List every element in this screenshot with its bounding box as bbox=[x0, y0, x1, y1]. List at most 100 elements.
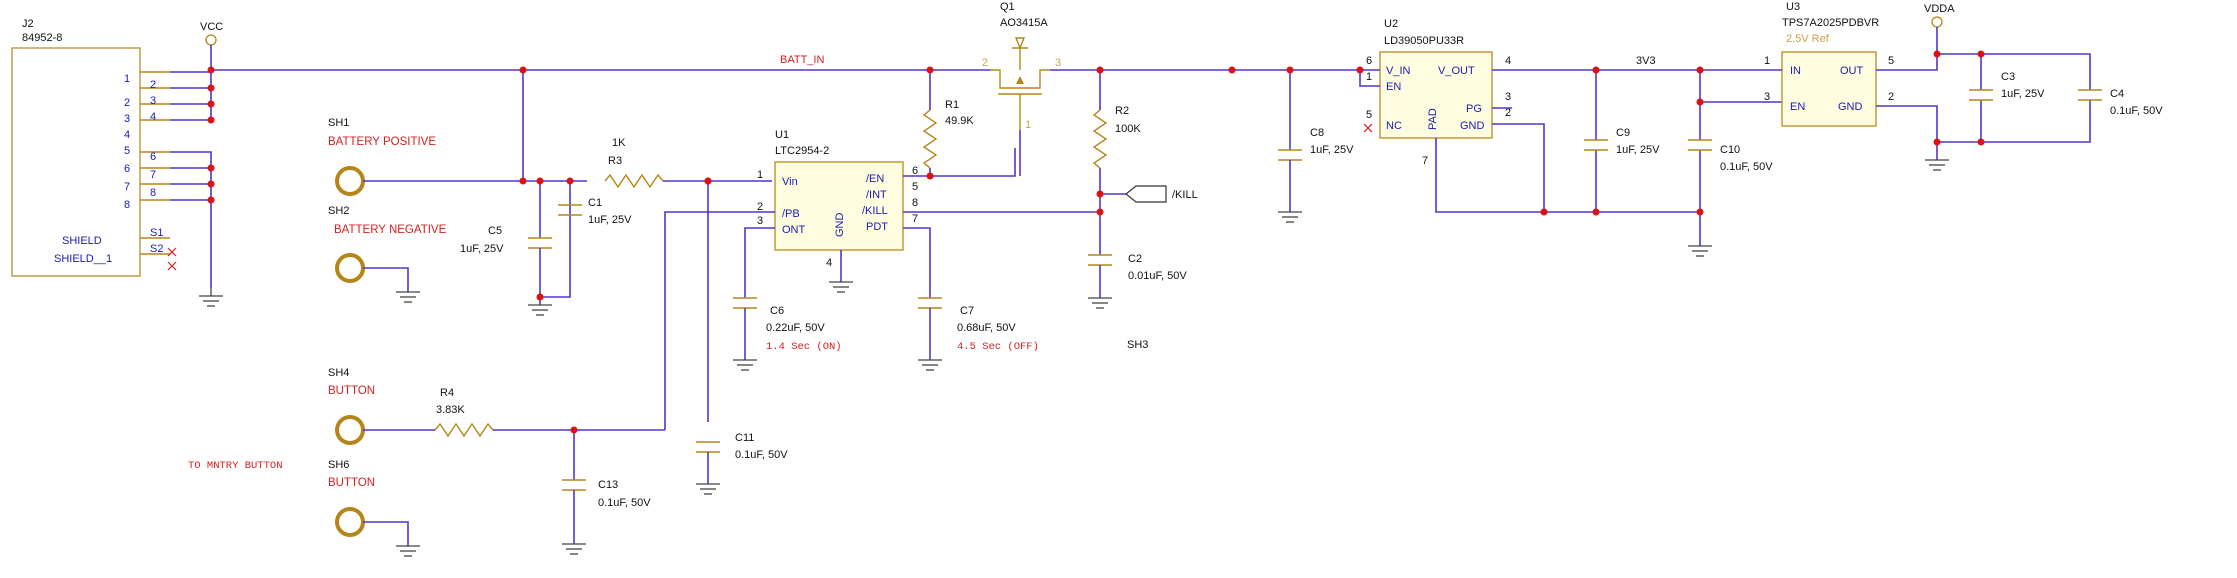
q1-ref: Q1 bbox=[1000, 1, 1015, 13]
testpoint-sh2[interactable]: SH2 BATTERY NEGATIVE bbox=[328, 205, 447, 283]
u1-pin-int: /INT bbox=[866, 189, 887, 201]
u1-ref: U1 bbox=[775, 129, 789, 141]
vcc-symbol: VCC bbox=[200, 21, 223, 70]
c4-ref: C4 bbox=[2110, 88, 2124, 100]
u2-pin-vin: V_IN bbox=[1386, 65, 1411, 77]
ont-wire bbox=[744, 227, 775, 298]
u2-pin-vout: V_OUT bbox=[1438, 65, 1475, 77]
c1-value: 1uF, 25V bbox=[588, 214, 632, 226]
ground-symbol-c6 bbox=[733, 359, 757, 371]
j2-pins: 1 2 2 3 3 4 4 5 6 6 7 7 8 8 SHIELD SHIEL… bbox=[54, 71, 177, 271]
r2-ref: R2 bbox=[1115, 105, 1129, 117]
sh4-wire bbox=[363, 429, 665, 480]
j2-ref: J2 bbox=[22, 18, 34, 30]
pdt-wire bbox=[903, 227, 931, 298]
ic-u2[interactable]: U2 LD39050PU33R V_IN EN NC V_OUT PG GND … bbox=[1363, 18, 1511, 167]
j2-shield-label: SHIELD bbox=[62, 235, 102, 247]
capacitor-c8[interactable]: C8 1uF, 25V bbox=[1278, 127, 1354, 161]
u3-ref: U3 bbox=[1786, 1, 1800, 13]
sh6-label: BUTTON bbox=[328, 477, 375, 489]
sh2-wire bbox=[363, 267, 409, 292]
q1-pin-3: 3 bbox=[1055, 57, 1061, 69]
c3-value: 1uF, 25V bbox=[2001, 88, 2045, 100]
ic-u1[interactable]: U1 LTC2954-2 Vin /PB ONT /EN /INT /KILL … bbox=[757, 129, 918, 269]
c8-value: 1uF, 25V bbox=[1310, 144, 1354, 156]
j2-pin-s2: S2 bbox=[150, 243, 163, 255]
capacitor-c9[interactable]: C9 1uF, 25V bbox=[1584, 127, 1660, 156]
capacitor-c7[interactable]: C7 0.68uF, 50V 4.5 Sec (OFF) bbox=[918, 297, 1039, 353]
capacitor-c2[interactable]: C2 0.01uF, 50V bbox=[1088, 253, 1187, 282]
vdda-label: VDDA bbox=[1924, 3, 1955, 15]
capacitor-c5[interactable]: C5 1uF, 25V bbox=[460, 225, 552, 255]
u2-num-6: 6 bbox=[1366, 55, 1372, 67]
j2-body bbox=[11, 47, 141, 277]
capacitor-c3[interactable]: C3 1uF, 25V bbox=[1969, 71, 2045, 101]
to-mntry-annotation: TO MNTRY BUTTON bbox=[188, 460, 283, 472]
q1-pin-2: 2 bbox=[982, 57, 988, 69]
capacitor-c10[interactable]: C10 0.1uF, 50V bbox=[1688, 139, 1773, 173]
sh6-ref: SH6 bbox=[328, 459, 349, 471]
j2-pin-8: 8 bbox=[150, 187, 156, 199]
ground-symbol-u1 bbox=[829, 281, 853, 293]
capacitor-c11[interactable]: C11 0.1uF, 50V bbox=[696, 432, 788, 461]
j2-pin-4: 4 bbox=[150, 111, 156, 123]
capacitor-c1[interactable]: C1 1uF, 25V bbox=[558, 197, 632, 226]
u2-pin-gnd: GND bbox=[1460, 120, 1485, 132]
capacitor-c4[interactable]: C4 0.1uF, 50V bbox=[2078, 88, 2163, 117]
ground-symbol-c2 bbox=[1088, 297, 1112, 309]
capacitor-c6[interactable]: C6 0.22uF, 50V 1.4 Sec (ON) bbox=[733, 297, 842, 353]
ground-symbol-sh2 bbox=[396, 291, 420, 303]
r3-ref: R3 bbox=[608, 155, 622, 167]
ground-symbol-u3 bbox=[1925, 159, 1949, 171]
c3-ref: C3 bbox=[2001, 71, 2015, 83]
kill-port: /KILL bbox=[1125, 185, 1198, 203]
c8-ref: C8 bbox=[1310, 127, 1324, 139]
j2-pin-2b: 2 bbox=[124, 97, 130, 109]
mosfet-q1[interactable]: Q1 AO3415A 2 3 1 bbox=[982, 1, 1061, 131]
u3-body bbox=[1781, 51, 1877, 127]
resistor-r4[interactable]: R4 3.83K bbox=[434, 387, 494, 438]
testpoint-sh4[interactable]: SH4 BUTTON bbox=[328, 367, 375, 445]
u3-num-3: 3 bbox=[1764, 91, 1770, 103]
c4-value: 0.1uF, 50V bbox=[2110, 105, 2163, 117]
u1-pin-pdt: PDT bbox=[866, 221, 888, 233]
q1-pin-1: 1 bbox=[1025, 119, 1031, 131]
c2-ref: C2 bbox=[1128, 253, 1142, 265]
u1-pin-vin: Vin bbox=[782, 176, 798, 188]
j2-pin-7b: 7 bbox=[124, 181, 130, 193]
vdda-symbol: VDDA bbox=[1924, 3, 1955, 28]
ground-symbol-c8 bbox=[1278, 211, 1302, 223]
capacitor-c13[interactable]: C13 0.1uF, 50V bbox=[562, 479, 651, 509]
u2-pad-wire bbox=[1435, 138, 1700, 213]
c6-ref: C6 bbox=[770, 305, 784, 317]
j2-pin-8b: 8 bbox=[124, 199, 130, 211]
sh2-ref: SH2 bbox=[328, 205, 349, 217]
ic-u3[interactable]: U3 TPS7A2025PDBVR 2.5V Ref IN EN OUT GND… bbox=[1764, 1, 1894, 127]
u1-pin-kill: /KILL bbox=[862, 205, 888, 217]
u2-num-3: 3 bbox=[1505, 91, 1511, 103]
j2-pin-7: 7 bbox=[150, 169, 156, 181]
junction-dots bbox=[207, 50, 1985, 434]
u2-num-7: 7 bbox=[1422, 155, 1428, 167]
net-3v3-label: 3V3 bbox=[1636, 55, 1656, 67]
u2-num-4: 4 bbox=[1505, 55, 1511, 67]
j2-pin-3b: 3 bbox=[124, 113, 130, 125]
u1-pin-pb: /PB bbox=[782, 208, 800, 220]
resistor-r1[interactable]: R1 49.9K bbox=[922, 99, 974, 169]
connector-j2[interactable]: J2 84952-8 1 2 2 3 3 4 4 5 6 6 7 7 8 8 S… bbox=[11, 18, 177, 277]
u2-num-5: 5 bbox=[1366, 109, 1372, 121]
resistor-r3[interactable]: 1K R3 bbox=[604, 137, 664, 189]
c10-value: 0.1uF, 50V bbox=[1720, 161, 1773, 173]
testpoint-sh1[interactable]: SH1 BATTERY POSITIVE bbox=[328, 117, 436, 196]
sh3-ref: SH3 bbox=[1127, 339, 1148, 351]
c13-value: 0.1uF, 50V bbox=[598, 497, 651, 509]
u1-num-2: 2 bbox=[757, 201, 763, 213]
r4-ref: R4 bbox=[440, 387, 454, 399]
ground-symbol-c10 bbox=[1688, 245, 1712, 257]
u3-value: TPS7A2025PDBVR bbox=[1782, 17, 1879, 29]
testpoint-sh6[interactable]: SH6 BUTTON bbox=[328, 459, 375, 537]
j2-pin-s1: S1 bbox=[150, 227, 163, 239]
net-batt-in: BATT_IN bbox=[780, 54, 824, 66]
sh1-ref: SH1 bbox=[328, 117, 349, 129]
resistor-r2[interactable]: R2 100K bbox=[1092, 105, 1141, 169]
